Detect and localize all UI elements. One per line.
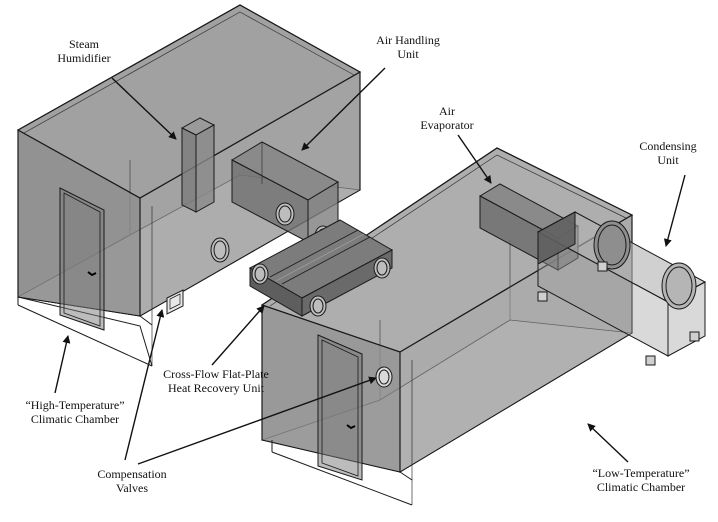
label-low-temp-chamber: “Low-Temperature” Climatic Chamber — [592, 466, 690, 494]
label-high-temp-chamber: “High-Temperature” Climatic Chamber — [25, 398, 125, 426]
label-air-evaporator: Air Evaporator — [420, 104, 474, 132]
label-steam-humidifier: Steam Humidifier — [57, 37, 111, 65]
arrow-air-evaporator — [457, 134, 492, 184]
condensing-unit — [536, 211, 707, 366]
arrow-valve-round — [137, 376, 377, 465]
arrow-high-temp-chamber — [54, 335, 71, 394]
label-condensing-unit: Condensing Unit — [639, 139, 697, 167]
arrow-condensing-unit — [663, 174, 686, 247]
label-air-handling-unit: Air Handling Unit — [376, 33, 440, 61]
arrow-air-handling-unit — [301, 67, 386, 151]
leader-arrows — [54, 67, 686, 465]
compensation-valve-round-high — [210, 237, 230, 263]
arrow-steam-humidifier — [111, 77, 177, 140]
arrow-valve-square — [124, 309, 165, 461]
heat-recovery-unit — [248, 219, 394, 317]
arrow-low-temp-chamber — [587, 423, 629, 463]
arrow-heat-recovery-unit — [211, 305, 265, 366]
steam-humidifier — [180, 117, 216, 213]
label-compensation-valves: Compensation Valves — [97, 467, 167, 495]
label-heat-recovery-unit: Cross-Flow Flat-Plate Heat Recovery Unit — [163, 367, 269, 395]
